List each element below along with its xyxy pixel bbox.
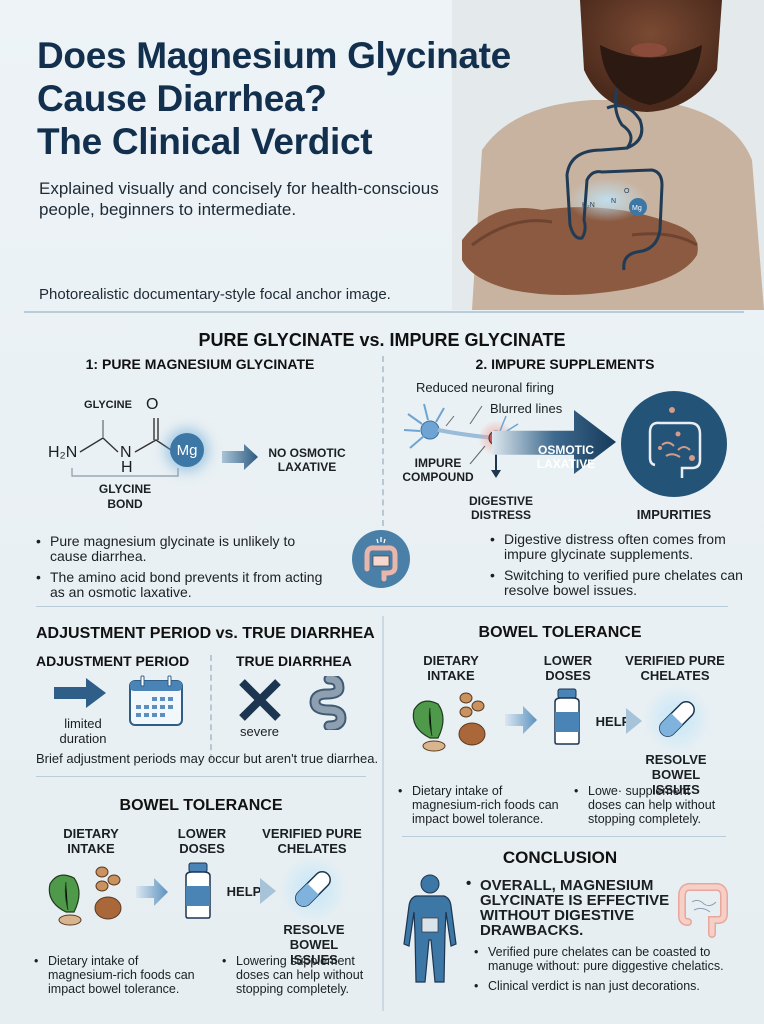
true-diarrhea-heading: TRUE DIARRHEA (236, 653, 352, 669)
supplement-bottle-icon (185, 862, 211, 919)
divider (24, 311, 744, 313)
osmotic-laxative-label: OSMOTIC LAXATIVE (536, 443, 596, 471)
subtitle: Explained visually and concisely for hea… (39, 179, 439, 219)
bullet-item: The amino acid bond prevents it from act… (36, 570, 326, 600)
impurities-intestine-icon (621, 391, 727, 497)
verified-pure-chelates-label: VERIFIED PURE CHELATES (625, 653, 725, 683)
n-label: N (120, 444, 132, 461)
dietary-intake-label: DIETARY INTAKE (63, 826, 119, 856)
h2n-label: H₂N (48, 444, 78, 461)
pure-heading: 1: PURE MAGNESIUM GLYCINATE (85, 356, 315, 372)
intestine-circle-icon (352, 530, 410, 588)
blurred-lines-label: Blurred lines (490, 401, 563, 416)
spinach-nuts-icon (412, 692, 486, 752)
divider-dashed (210, 655, 212, 760)
arrow-right-icon (222, 444, 258, 470)
section-title-pure-vs-impure: PURE GLYCINATE vs. IMPURE GLYCINATE (198, 330, 566, 350)
bullet-item: Dietary intake of magnesium-rich foods c… (398, 784, 570, 826)
divider (402, 836, 726, 837)
neuronal-firing-label: Reduced neuronal firing (416, 380, 555, 395)
intestine-pink-icon (678, 882, 728, 938)
bullet-item: Dietary intake of magnesium-rich foods c… (34, 954, 210, 996)
svg-text:O: O (624, 188, 630, 195)
severe-label: severe (240, 724, 280, 739)
impure-heading: 2. IMPURE SUPPLEMENTS (475, 356, 655, 372)
conclusion-headline: • OVERALL, MAGNESIUM GLYCINATE IS EFFECT… (466, 875, 670, 939)
arrow-right-icon (260, 878, 276, 904)
svg-text:Mg: Mg (632, 205, 642, 212)
adjustment-heading: ADJUSTMENT PERIOD (36, 653, 190, 669)
bowel-bullet-list-4: Lowering supplement doses can help witho… (222, 954, 372, 1002)
man-holding-intestine-illustration: H₂N N O Mg (452, 0, 764, 310)
section-title-adjustment-vs-diarrhea: ADJUSTMENT PERIOD vs. TRUE DIARRHEA (36, 625, 375, 642)
spinach-nuts-icon (48, 866, 122, 926)
bullet-item: Digestive distress often comes from impu… (490, 532, 760, 562)
page-title: Does Magnesium Glycinate Cause Diarrhea?… (37, 35, 511, 162)
help-label: HELP (595, 714, 631, 729)
bullet-item: Clinical verdict is nan just decorations… (474, 979, 742, 993)
bowel-bullet-list-3: Dietary intake of magnesium-rich foods c… (34, 954, 210, 1002)
digestive-distress-label: DIGESTIVE DISTRESS (468, 494, 533, 522)
supplement-bottle-icon (554, 688, 580, 745)
arrow-right-icon (136, 878, 168, 906)
limited-duration-label: limited duration (59, 716, 107, 746)
no-osmotic-laxative-label: NO OSMOTIC LAXATIVE (268, 446, 346, 474)
svg-text:H₂N: H₂N (582, 202, 595, 209)
human-body-icon (403, 874, 457, 983)
column-divider (382, 616, 384, 1011)
bullet-item: Lowering supplement doses can help witho… (222, 954, 372, 996)
arrow-right-icon (505, 706, 537, 734)
glycine-label: GLYCINE (84, 399, 132, 411)
bullet-item: Verified pure chelates can be coasted to… (474, 945, 742, 973)
help-label: HELP (226, 884, 262, 899)
lower-doses-label: LOWER DOSES (543, 653, 593, 683)
conclusion-title: CONCLUSION (502, 848, 618, 867)
mg-atom: Mg (170, 433, 204, 467)
section-title-bowel-tolerance-2: BOWEL TOLERANCE (119, 797, 283, 814)
bullet-item: Switching to verified pure chelates can … (490, 568, 760, 598)
arrow-right-icon (54, 678, 106, 708)
oxygen-label: O (146, 396, 159, 413)
conclusion-bullet-list: Verified pure chelates can be coasted to… (474, 945, 742, 999)
divider-dashed (382, 356, 384, 526)
divider (36, 776, 366, 777)
adjustment-note: Brief adjustment periods may occur but a… (36, 751, 379, 766)
hero-photo: H₂N N O Mg (452, 0, 764, 310)
dietary-intake-label: DIETARY INTAKE (423, 653, 479, 683)
intestine-gray-icon (309, 676, 347, 730)
impure-compound-label: IMPURE COMPOUND (402, 456, 474, 484)
arrow-right-icon (626, 708, 642, 734)
verified-pure-chelates-label: VERIFIED PURE CHELATES (262, 826, 362, 856)
glycine-bond-lines (71, 418, 179, 477)
glycine-bond-label: GLYCINE BOND (98, 482, 152, 511)
bowel-bullet-list-1: Dietary intake of magnesium-rich foods c… (398, 784, 570, 832)
svg-text:N: N (611, 198, 616, 205)
x-cross-icon (239, 679, 281, 721)
pure-bullet-list: Pure magnesium glycinate is unlikely to … (36, 534, 326, 606)
bullet-item: Pure magnesium glycinate is unlikely to … (36, 534, 326, 564)
bullet-item: Lowe· supplement doses can help without … (574, 784, 724, 826)
impurities-label: IMPURITIES (636, 507, 712, 522)
section-title-bowel-tolerance: BOWEL TOLERANCE (478, 624, 642, 641)
lower-doses-label: LOWER DOSES (177, 826, 227, 856)
h-label: H (121, 459, 133, 476)
capsule-pill-icon (643, 685, 711, 753)
bowel-bullet-list-2: Lowe· supplement doses can help without … (574, 784, 724, 832)
capsule-pill-icon (279, 855, 347, 923)
divider (36, 606, 728, 607)
image-caption: Photorealistic documentary-style focal a… (39, 286, 391, 303)
calendar-icon (129, 675, 183, 726)
impure-bullet-list: Digestive distress often comes from impu… (490, 532, 760, 604)
neuron-icon (403, 403, 616, 478)
